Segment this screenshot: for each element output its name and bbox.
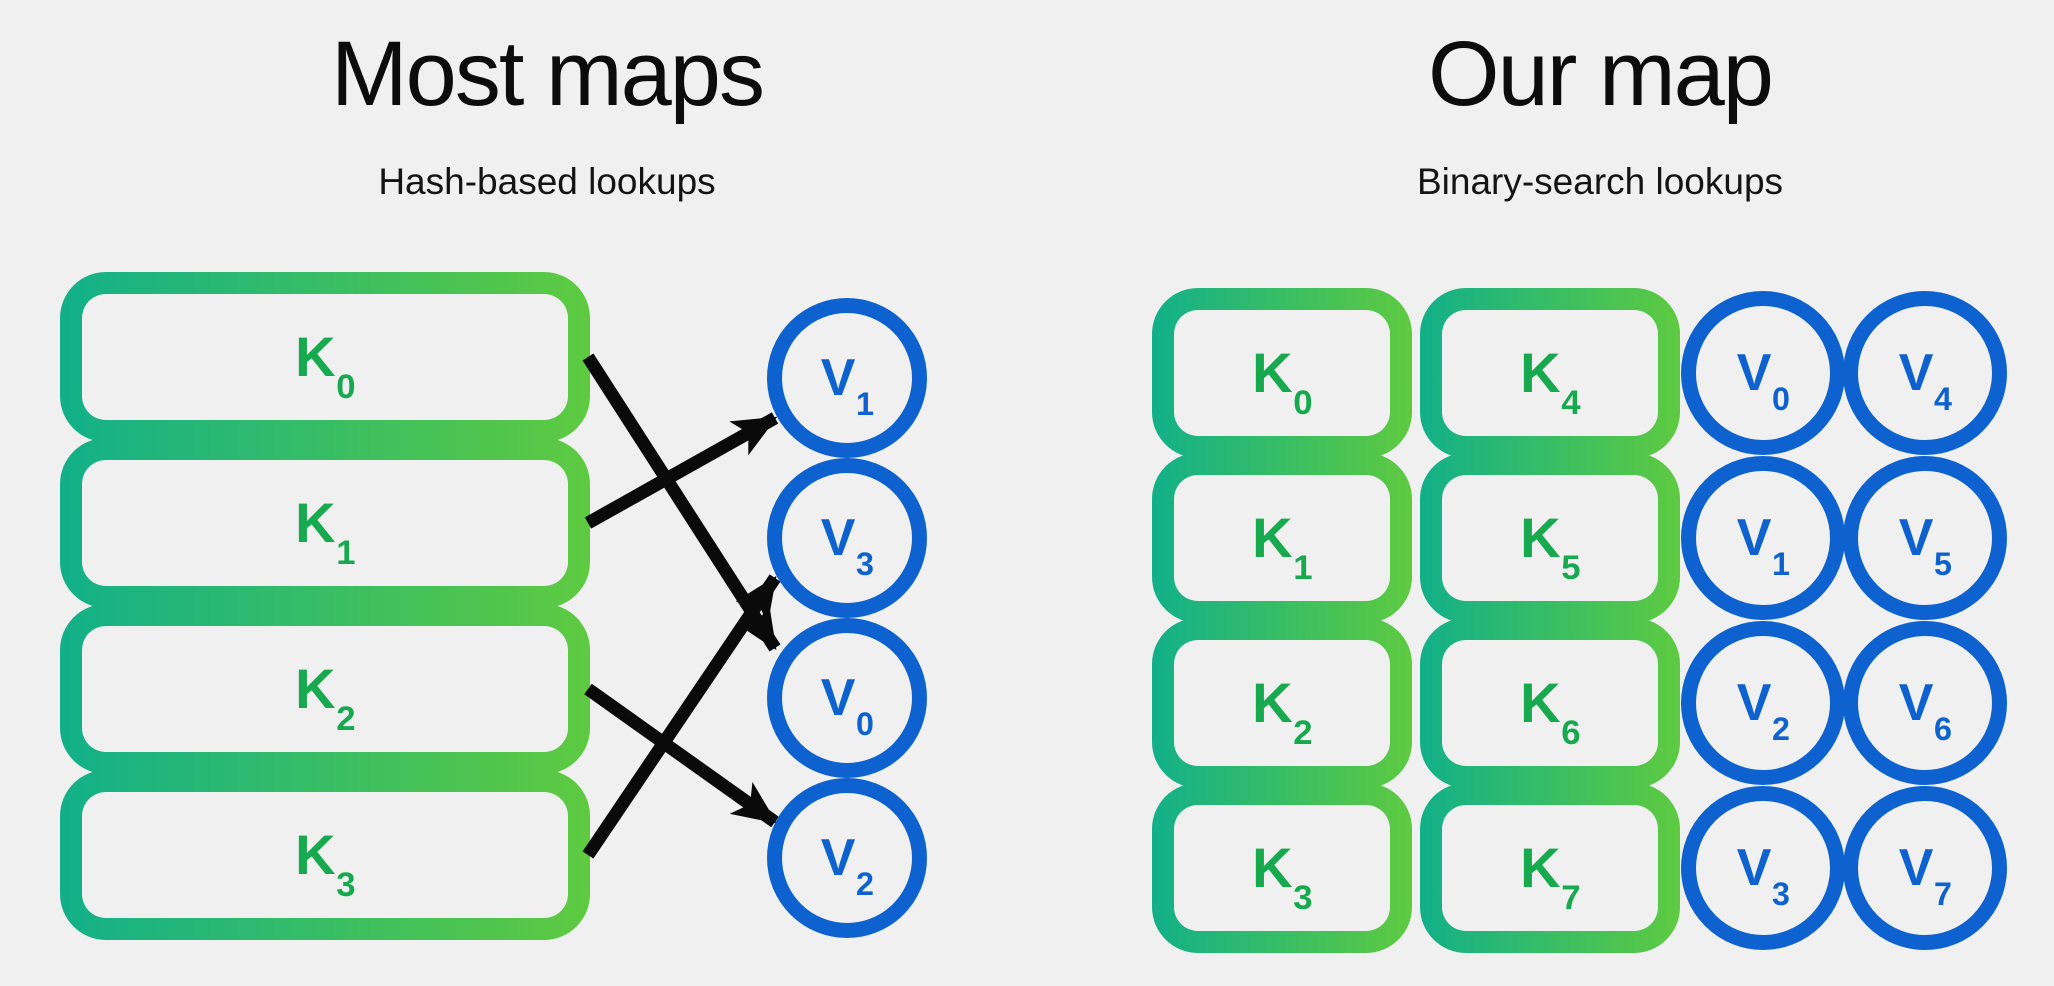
key-box-r-k3: K3 <box>1152 783 1412 953</box>
value-circle-r-v5: V5 <box>1843 456 2007 620</box>
value-label-v0: V0 <box>820 669 874 743</box>
key-box-r-k5: K5 <box>1420 453 1680 623</box>
value-circle-r-v0: V0 <box>1681 291 1845 455</box>
value-label-v1: V1 <box>820 349 874 423</box>
value-label-r-v7: V7 <box>1898 839 1952 913</box>
value-circle-r-v7: V7 <box>1843 786 2007 950</box>
key-label-k1: K1 <box>295 491 356 572</box>
value-circle-v3: V3 <box>767 458 927 618</box>
key-label-r-k6: K6 <box>1520 671 1581 752</box>
arrow-k3-to-v3 <box>582 574 781 859</box>
value-label-r-v3: V3 <box>1736 839 1790 913</box>
value-label-r-v5: V5 <box>1898 509 1952 583</box>
value-circle-v1: V1 <box>767 298 927 458</box>
arrow-k1-to-v1 <box>584 412 779 529</box>
key-box-r-k1: K1 <box>1152 453 1412 623</box>
key-label-r-k7: K7 <box>1520 836 1581 917</box>
key-label-r-k5: K5 <box>1520 506 1581 587</box>
value-circle-r-v3: V3 <box>1681 786 1845 950</box>
key-box-r-k7: K7 <box>1420 783 1680 953</box>
key-box-r-k2: K2 <box>1152 618 1412 788</box>
left-panel-title: Most maps <box>331 23 765 125</box>
value-circle-v2: V2 <box>767 778 927 938</box>
value-label-r-v6: V6 <box>1898 674 1952 748</box>
key-label-k0: K0 <box>295 325 356 406</box>
key-box-r-k6: K6 <box>1420 618 1680 788</box>
key-label-r-k3: K3 <box>1252 836 1313 917</box>
value-label-r-v0: V0 <box>1736 344 1790 418</box>
key-box-k1: K1 <box>60 438 590 608</box>
value-circle-v0: V0 <box>767 618 927 778</box>
right-panel-title: Our map <box>1428 23 1774 125</box>
value-label-r-v4: V4 <box>1898 344 1952 418</box>
right-panel-subtitle: Binary-search lookups <box>1416 161 1784 202</box>
key-label-k2: K2 <box>295 657 356 738</box>
key-label-r-k4: K4 <box>1520 341 1581 422</box>
value-label-v2: V2 <box>820 829 874 903</box>
value-label-v3: V3 <box>820 509 874 583</box>
value-circle-r-v1: V1 <box>1681 456 1845 620</box>
key-box-k0: K0 <box>60 272 590 442</box>
value-circle-r-v4: V4 <box>1843 291 2007 455</box>
key-label-r-k2: K2 <box>1252 671 1313 752</box>
arrow-k2-to-v2 <box>584 683 779 828</box>
key-label-k3: K3 <box>295 823 356 904</box>
key-box-k3: K3 <box>60 770 590 940</box>
value-label-r-v1: V1 <box>1736 509 1790 583</box>
key-box-r-k0: K0 <box>1152 288 1412 458</box>
key-label-r-k1: K1 <box>1252 506 1313 587</box>
key-label-r-k0: K0 <box>1252 341 1313 422</box>
value-circle-r-v6: V6 <box>1843 621 2007 785</box>
value-label-r-v2: V2 <box>1736 674 1790 748</box>
key-box-k2: K2 <box>60 604 590 774</box>
key-box-r-k4: K4 <box>1420 288 1680 458</box>
value-circle-r-v2: V2 <box>1681 621 1845 785</box>
left-panel-subtitle: Hash-based lookups <box>378 161 716 202</box>
